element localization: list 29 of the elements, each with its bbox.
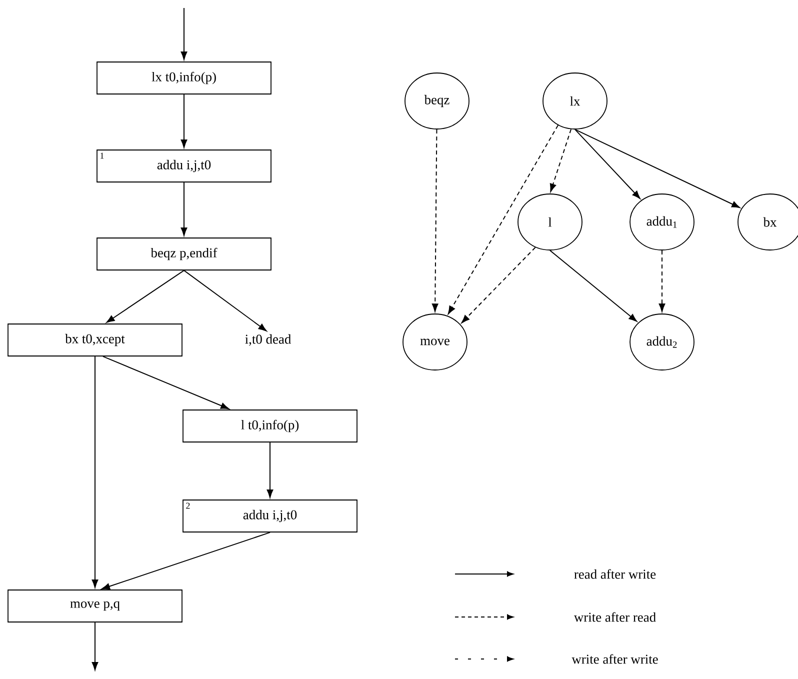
arrow xyxy=(102,356,230,410)
legend-text: write after read xyxy=(574,612,656,622)
arrow xyxy=(102,532,270,590)
instruction-box: move p,q xyxy=(8,590,182,622)
legend-text: read after write xyxy=(574,569,656,579)
dashed-arrow xyxy=(461,246,536,324)
instruction-box: addu i,j,t0 2 xyxy=(182,500,358,532)
instruction-box: l t0,info(p) xyxy=(182,410,358,442)
legend-text: write after write xyxy=(572,654,658,664)
instruction-box: lx t0,info(p) xyxy=(96,62,272,94)
instruction-box: beqz p,endif xyxy=(96,238,272,270)
dashed-arrow xyxy=(658,250,666,312)
arrow xyxy=(550,250,638,322)
dashed-arrow xyxy=(448,124,559,314)
arrow xyxy=(180,182,188,236)
arrow xyxy=(574,128,640,199)
arrow xyxy=(92,356,98,588)
arrow xyxy=(180,8,188,60)
arrow xyxy=(106,270,184,323)
arrow xyxy=(184,270,267,332)
arrow xyxy=(574,128,740,208)
arrow xyxy=(180,94,188,148)
arrow xyxy=(92,622,98,670)
instruction-box: bx t0,xcept xyxy=(8,324,182,356)
dashed-arrow xyxy=(432,128,438,312)
arrow xyxy=(266,442,274,498)
note-text: i,t0 dead xyxy=(245,334,291,346)
dashed-arrow xyxy=(550,128,572,192)
instruction-box: addu i,j,t0 1 xyxy=(96,150,272,182)
